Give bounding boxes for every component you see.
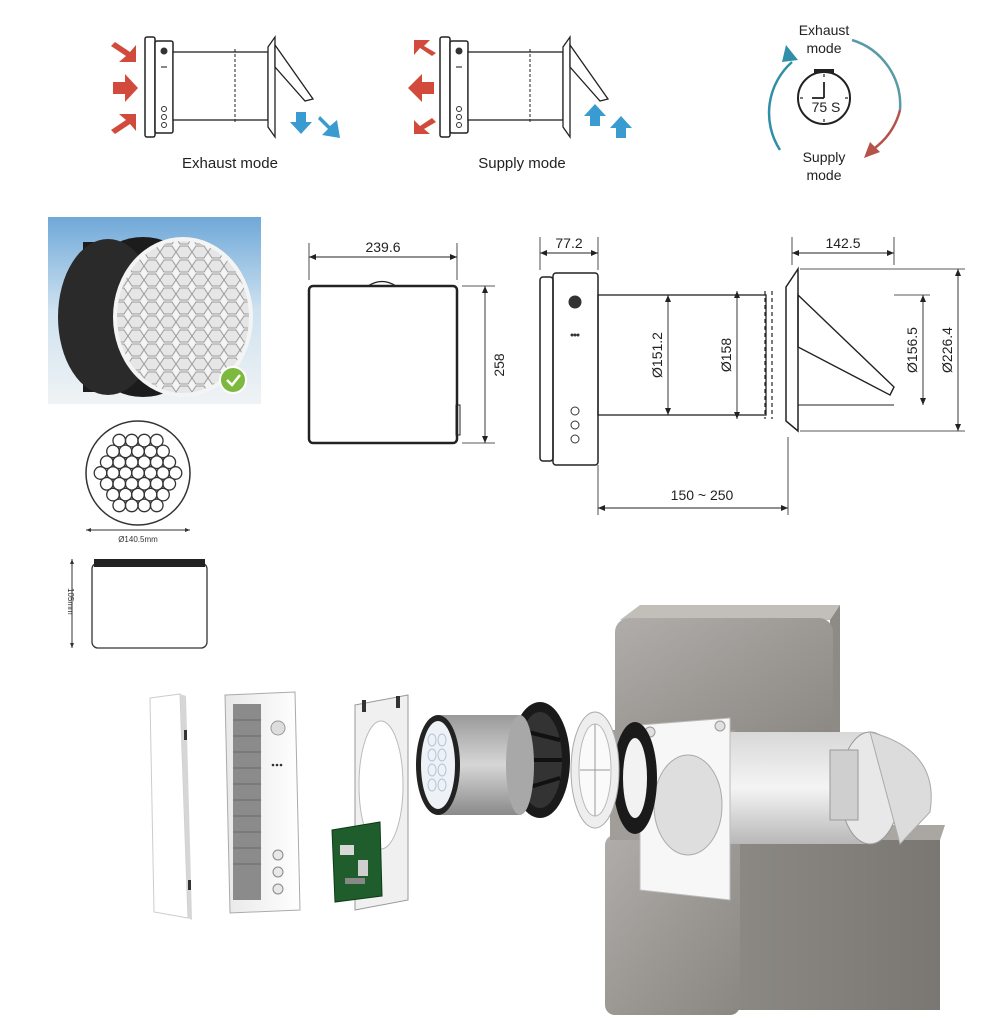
circuit-board [331, 821, 383, 903]
exchanger-cell [156, 487, 170, 502]
heat-exchanger-drawings: Ø140.5mm 105mm [66, 420, 208, 649]
cycle-supply-line1: Supply [803, 149, 846, 165]
exchanger-cell [168, 466, 183, 480]
heat-exchanger-photo [48, 217, 261, 404]
exhaust-blue-arrows [290, 112, 340, 138]
supply-mode-caption: Supply mode [478, 155, 566, 172]
exchanger-length-label: 105mm [66, 588, 75, 615]
mounting-plate [639, 717, 731, 901]
certified-badge-icon [219, 366, 247, 394]
heat-exchanger-cylinder [416, 715, 534, 815]
exploded-view-illustration [149, 605, 945, 1015]
dim-pipe-diameter: Ø158 [718, 338, 734, 372]
dim-inner-diameter: Ø151.2 [649, 332, 665, 378]
exchanger-cell [162, 455, 177, 470]
dim-hood-depth: 142.5 [825, 235, 860, 251]
cycle-supply-line2: mode [806, 167, 841, 183]
exchanger-diameter-label: Ø140.5mm [118, 535, 158, 544]
timer-label: 75 S [812, 99, 841, 115]
dim-front-height: 258 [491, 353, 507, 377]
exchanger-cell [162, 476, 177, 491]
mode-cycle-diagram: 75 S Exhaust mode Supply mode [767, 22, 902, 183]
cycle-arc-teal [767, 61, 793, 151]
dim-wall-range: 150 ~ 250 [671, 487, 734, 503]
exchanger-cell [156, 444, 170, 459]
mode-diagrams: Exhaust mode Supply mode 75 S [111, 22, 902, 183]
damper-ring [570, 711, 620, 829]
exchanger-cell [149, 433, 164, 448]
side-view-drawing [539, 266, 895, 466]
supply-blue-arrows [584, 104, 632, 138]
cycle-exhaust-line2: mode [806, 40, 841, 56]
exchanger-side-view [70, 559, 208, 649]
exhaust-unit-drawing [144, 36, 314, 138]
exchanger-front-view [85, 420, 191, 532]
dim-front-width: 239.6 [365, 239, 400, 255]
clock-icon [797, 69, 851, 125]
exhaust-red-arrows [111, 42, 138, 134]
exhaust-mode-caption: Exhaust mode [182, 155, 278, 172]
dim-depth-front: 77.2 [555, 235, 582, 251]
cycle-arc-red [871, 109, 902, 152]
front-view-drawing [307, 280, 461, 445]
dimension-drawings: 239.6 258 77.2 142.5 Ø151.2 Ø158 Ø156.5 … [307, 235, 965, 515]
supply-red-arrows [408, 40, 436, 134]
dim-hood-outer-diameter: Ø226.4 [939, 327, 955, 373]
cycle-exhaust-line1: Exhaust [799, 22, 850, 38]
control-housing [224, 691, 301, 914]
foam-filter [613, 722, 657, 834]
front-cover [149, 693, 192, 920]
exchanger-cell [149, 498, 164, 513]
dim-hood-inner-diameter: Ø156.5 [904, 327, 920, 373]
supply-unit-drawing [439, 36, 609, 138]
